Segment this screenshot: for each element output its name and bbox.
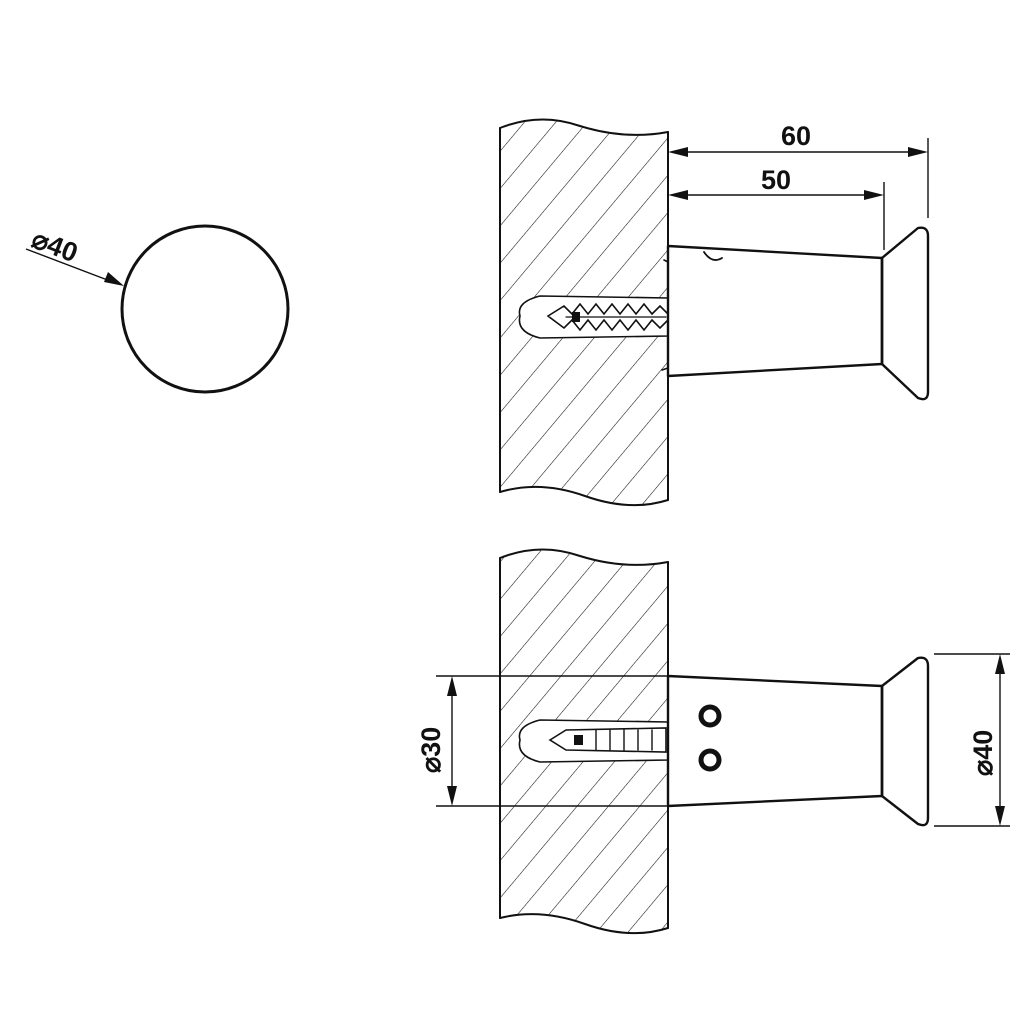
overall-length-label: 60 [781,121,811,151]
diameter-leader-line [25,248,119,285]
body-length-label: 50 [761,165,791,195]
dimension-body-length: 50 [668,165,885,250]
mount-diameter-label: ⌀30 [416,727,446,773]
dimension-head-diameter: ⌀40 [934,653,1010,827]
side-view: 60 50 [499,118,930,507]
hook-body-side [661,226,930,401]
set-screw-hole-top [698,704,722,728]
head-diameter-label: ⌀40 [968,730,998,776]
svg-text:⌀40: ⌀40 [28,224,82,269]
top-view: ⌀40 [25,224,290,394]
dimension-overall-length: 60 [667,121,929,218]
top-diameter-label: ⌀40 [28,224,82,269]
front-view: ⌀30 ⌀40 [416,548,1010,935]
hook-body-front [666,656,930,827]
dimension-mount-diameter: ⌀30 [416,675,668,807]
wall-plug-upper [518,295,669,339]
hook-head-outline [120,224,290,394]
set-screw-hole-bottom [698,748,722,772]
wall-plug-lower [518,719,669,763]
diameter-leader-arrow [104,272,124,286]
